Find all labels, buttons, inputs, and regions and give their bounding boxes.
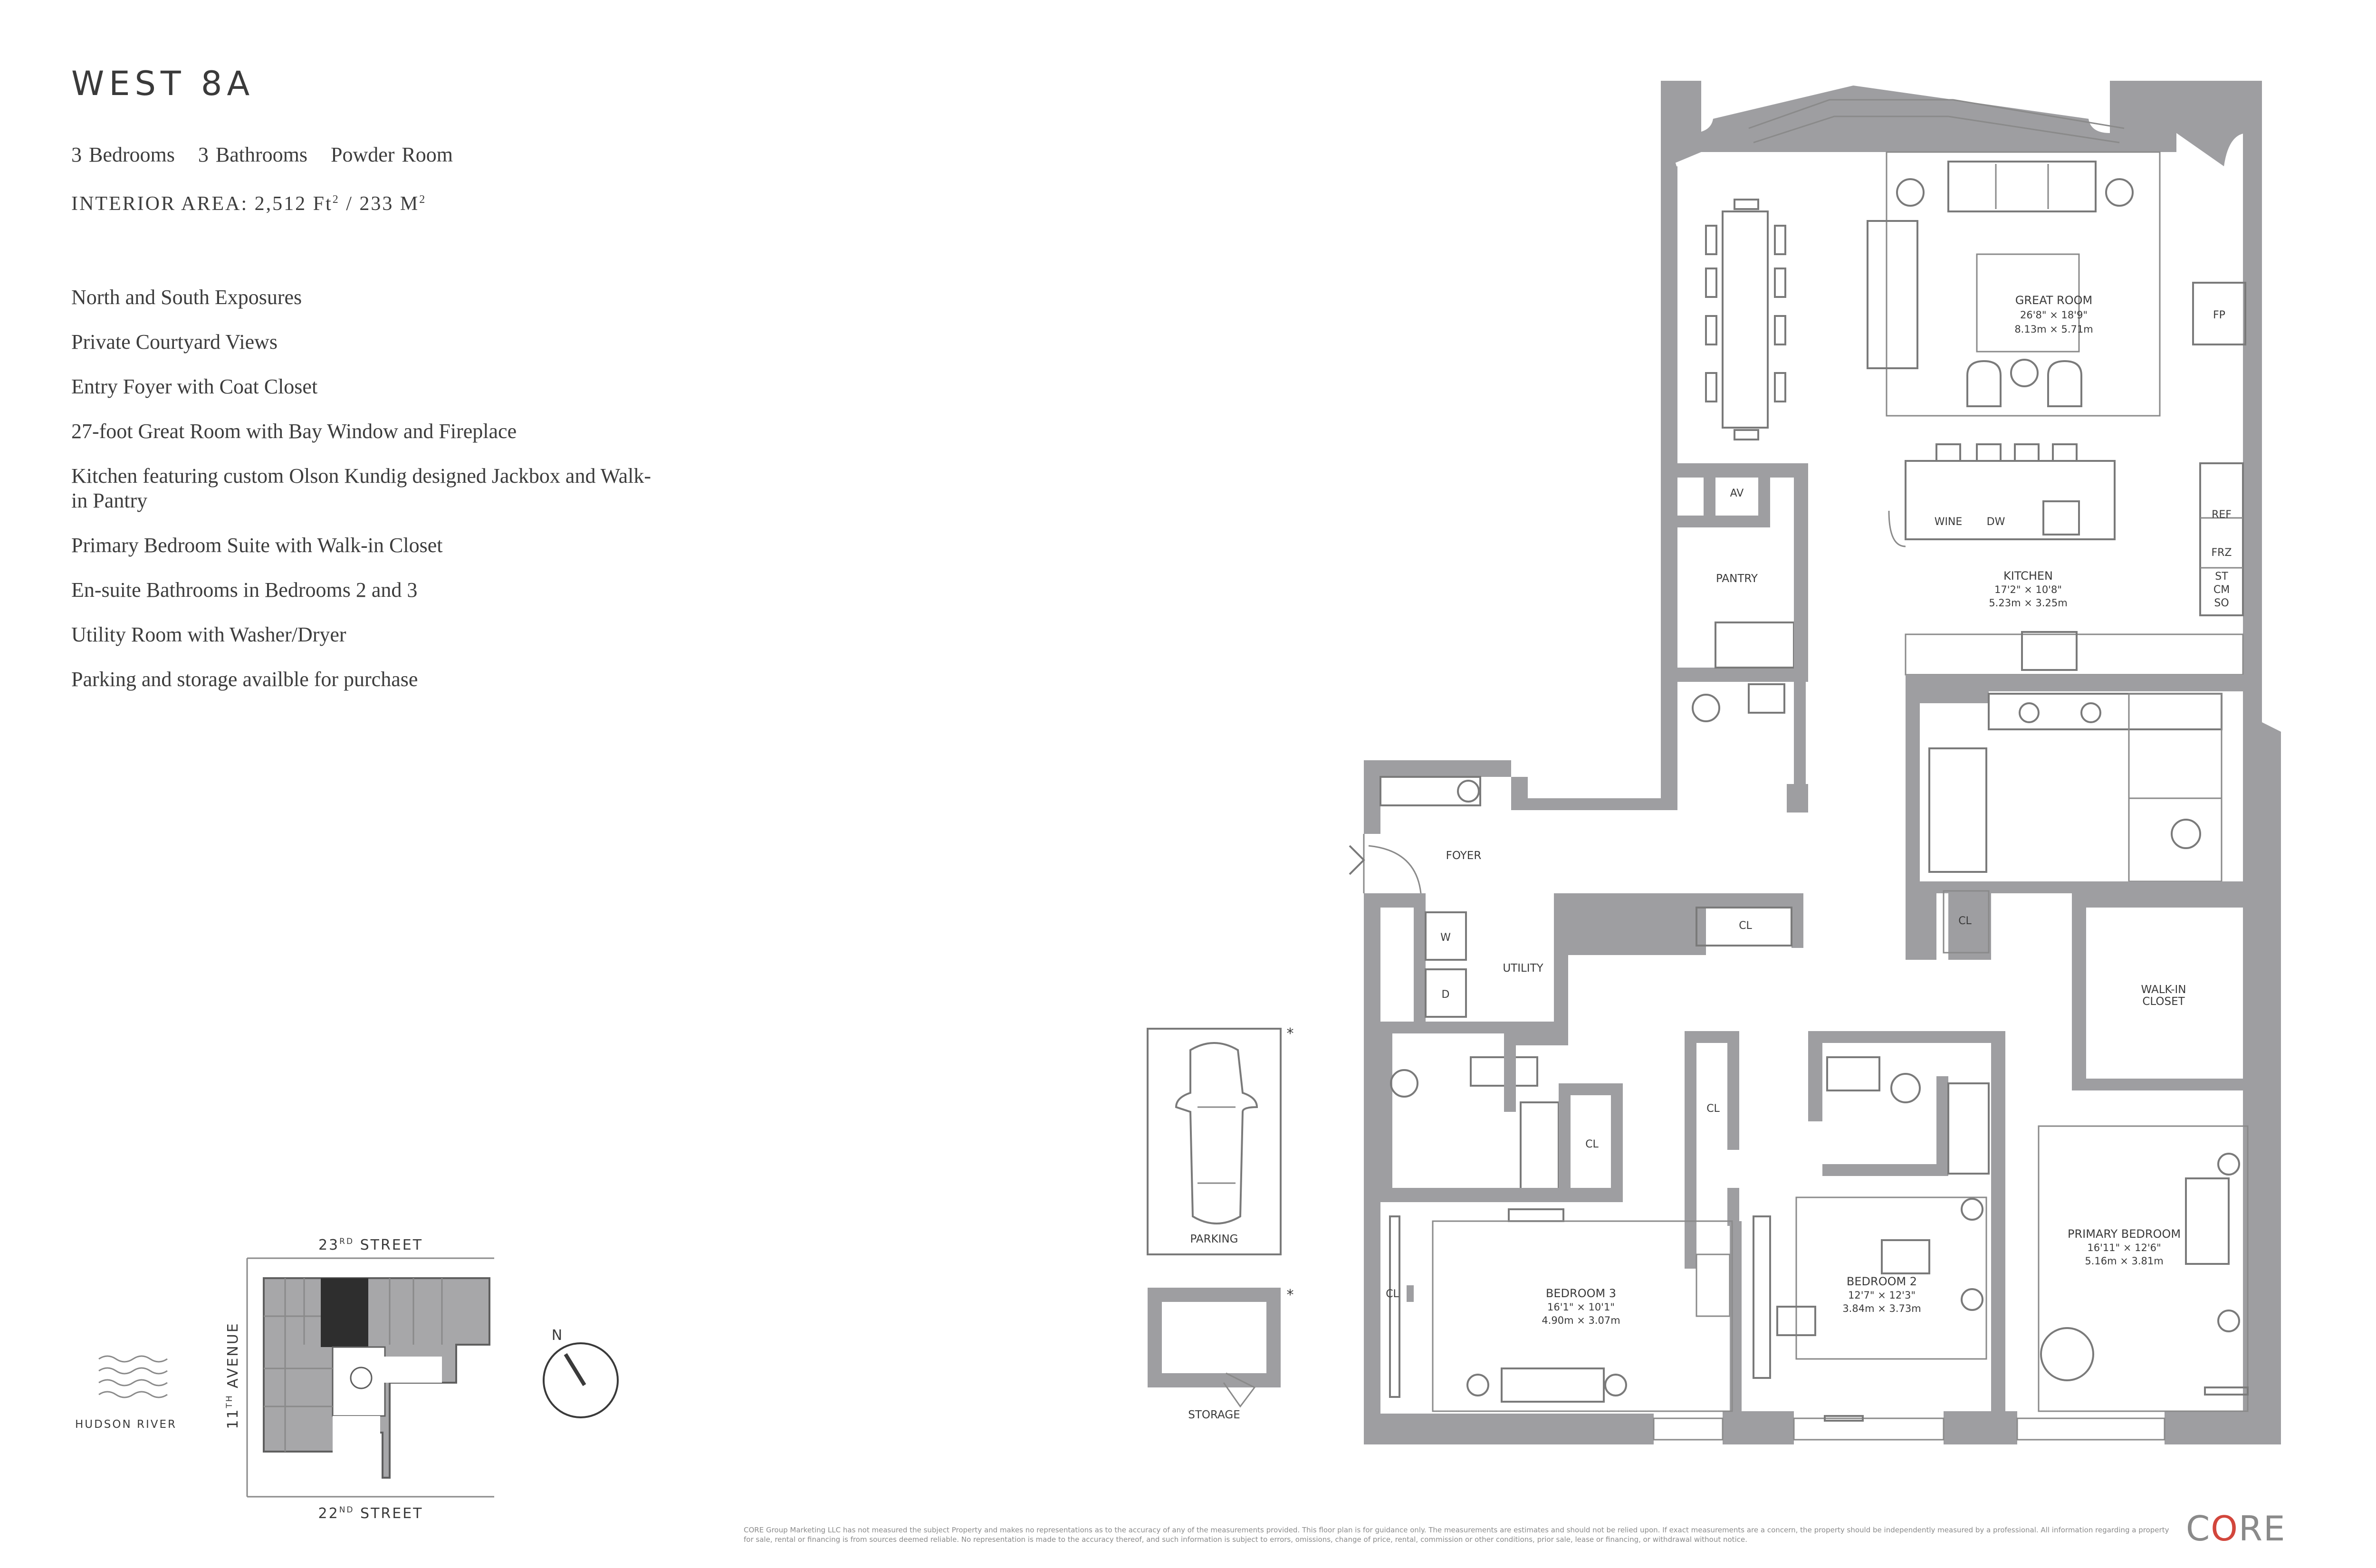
freezer-label: FRZ (2211, 547, 2232, 559)
pantry-label: PANTRY (1716, 573, 1758, 585)
great-room-furniture (1705, 151, 2246, 440)
area-ft-sup: 2 (332, 193, 340, 206)
great-room-dim-m: 8.13m × 5.71m (2014, 324, 2093, 335)
powder-room: Powder Room (331, 143, 453, 166)
feature-item: Kitchen featuring custom Olson Kundig de… (71, 464, 651, 512)
bedroom3-dim-ft: 16'1" × 10'1" (1547, 1301, 1615, 1313)
feature-item: Parking and storage availble for purchas… (71, 668, 418, 691)
primary-bedroom-dim-m: 5.16m × 3.81m (2085, 1255, 2163, 1267)
hudson-river-label: HUDSON RIVER (75, 1418, 177, 1431)
feature-item: Primary Bedroom Suite with Walk-in Close… (71, 534, 443, 557)
bedroom2-label: BEDROOM 2 (1847, 1275, 1917, 1288)
logo-c: C (2186, 1509, 2211, 1549)
area-m-sup: 2 (419, 193, 427, 206)
utility-label: UTILITY (1503, 962, 1543, 975)
dishwasher-label: DW (1987, 516, 2005, 528)
unit-summary: 3 Bedrooms 3 Bathrooms Powder Room (71, 143, 469, 167)
area-m: 233 M (359, 193, 420, 215)
great-room-label: GREAT ROOM (2015, 294, 2092, 307)
unit-title: WEST 8A (71, 64, 255, 103)
north-label: N (552, 1327, 562, 1344)
bedroom3-closet-label: CL (1386, 1288, 1399, 1300)
foyer-closet-label: CL (1739, 920, 1752, 932)
bedroom2-dim-m: 3.84m × 3.73m (1842, 1303, 1921, 1314)
area-separator: / (346, 193, 353, 215)
avenue-label: 11TH AVENUE (225, 1322, 241, 1429)
foyer-label: FOYER (1446, 850, 1482, 862)
bedroom2-closet-label: CL (1706, 1103, 1720, 1115)
feature-item: En-suite Bathrooms in Bedrooms 2 and 3 (71, 578, 418, 602)
fireplace-label: FP (2213, 309, 2225, 321)
bedroom3-dim-m: 4.90m × 3.07m (1542, 1315, 1620, 1326)
foyer-walls (1349, 760, 1808, 894)
storage-asterisk: * (1287, 1287, 1294, 1303)
wine-label: WINE (1935, 516, 1963, 528)
feature-item: Utility Room with Washer/Dryer (71, 623, 346, 646)
feature-list: North and South Exposures Private Courty… (71, 285, 665, 712)
bath-closet-label: CL (1958, 915, 1972, 927)
kitchen-label: KITCHEN (2003, 569, 2053, 583)
room-labels: GREAT ROOM 26'8" × 18'9" 8.13m × 5.71m K… (1188, 294, 2186, 1421)
refrigerator-label: REF (2212, 509, 2232, 521)
great-room-dim-ft: 26'8" × 18'9" (2020, 309, 2088, 321)
area-ft: 2,512 Ft (254, 193, 333, 215)
bedroom-count: 3 Bedrooms (71, 143, 175, 166)
feature-item: North and South Exposures (71, 286, 302, 309)
bedroom2-dim-ft: 12'7" × 12'3" (1848, 1290, 1916, 1301)
walkin-label-2: CLOSET (2142, 995, 2185, 1008)
upper-wing-walls (1661, 81, 2262, 765)
pantry-area (1677, 463, 1808, 808)
feature-item: Private Courtyard Views (71, 330, 278, 354)
key-plan (98, 1257, 619, 1498)
feature-item: 27-foot Great Room with Bay Window and F… (71, 420, 517, 443)
steam-oven-label: ST (2215, 571, 2228, 583)
logo-o: O (2211, 1509, 2239, 1549)
speed-oven-label: SO (2214, 597, 2229, 609)
kitchen-dim-ft: 17'2" × 10'8" (1994, 584, 2062, 595)
parking-storage (1147, 1028, 1282, 1408)
primary-bedroom-label: PRIMARY BEDROOM (2068, 1227, 2181, 1241)
fixture-labels: FP AV WINE DW REF FRZ ST CM SO W D CL CL… (1287, 309, 2232, 1303)
closet-outline (1943, 890, 1990, 954)
washer-label: W (1440, 932, 1451, 944)
coffee-maker-label: CM (2213, 584, 2230, 596)
storage-label: STORAGE (1188, 1409, 1240, 1421)
lower-wing-walls (1364, 893, 2281, 1444)
bedroom3-bath-closet-label: CL (1585, 1138, 1599, 1150)
bedroom3-label: BEDROOM 3 (1546, 1287, 1616, 1300)
feature-item: Entry Foyer with Coat Closet (71, 375, 318, 398)
street-22-label: 22ND STREET (318, 1505, 423, 1522)
logo-re: RE (2238, 1509, 2286, 1549)
primary-bedroom-dim-ft: 16'11" × 12'6" (2087, 1242, 2161, 1253)
legal-disclaimer: CORE Group Marketing LLC has not measure… (744, 1526, 2169, 1544)
dryer-label: D (1442, 989, 1450, 1001)
kitchen-fixtures (1888, 443, 2248, 691)
parking-label: PARKING (1190, 1233, 1238, 1245)
primary-bath-walls (1906, 675, 2281, 1444)
street-23-label: 23RD STREET (318, 1237, 423, 1253)
bathroom-count: 3 Bathrooms (198, 143, 307, 166)
key-plan-labels: 23RD STREET 22ND STREET 11TH AVENUE HUDS… (75, 1237, 562, 1522)
kitchen-dim-m: 5.23m × 3.25m (1989, 597, 2067, 609)
interior-area: INTERIOR AREA: 2,512 Ft2 / 233 M2 (71, 192, 426, 215)
av-label: AV (1730, 488, 1744, 499)
area-label: INTERIOR AREA: (71, 193, 249, 215)
core-logo: CORE (2186, 1509, 2286, 1549)
walkin-label-1: WALK-IN (2141, 984, 2186, 996)
parking-asterisk: * (1287, 1025, 1294, 1042)
